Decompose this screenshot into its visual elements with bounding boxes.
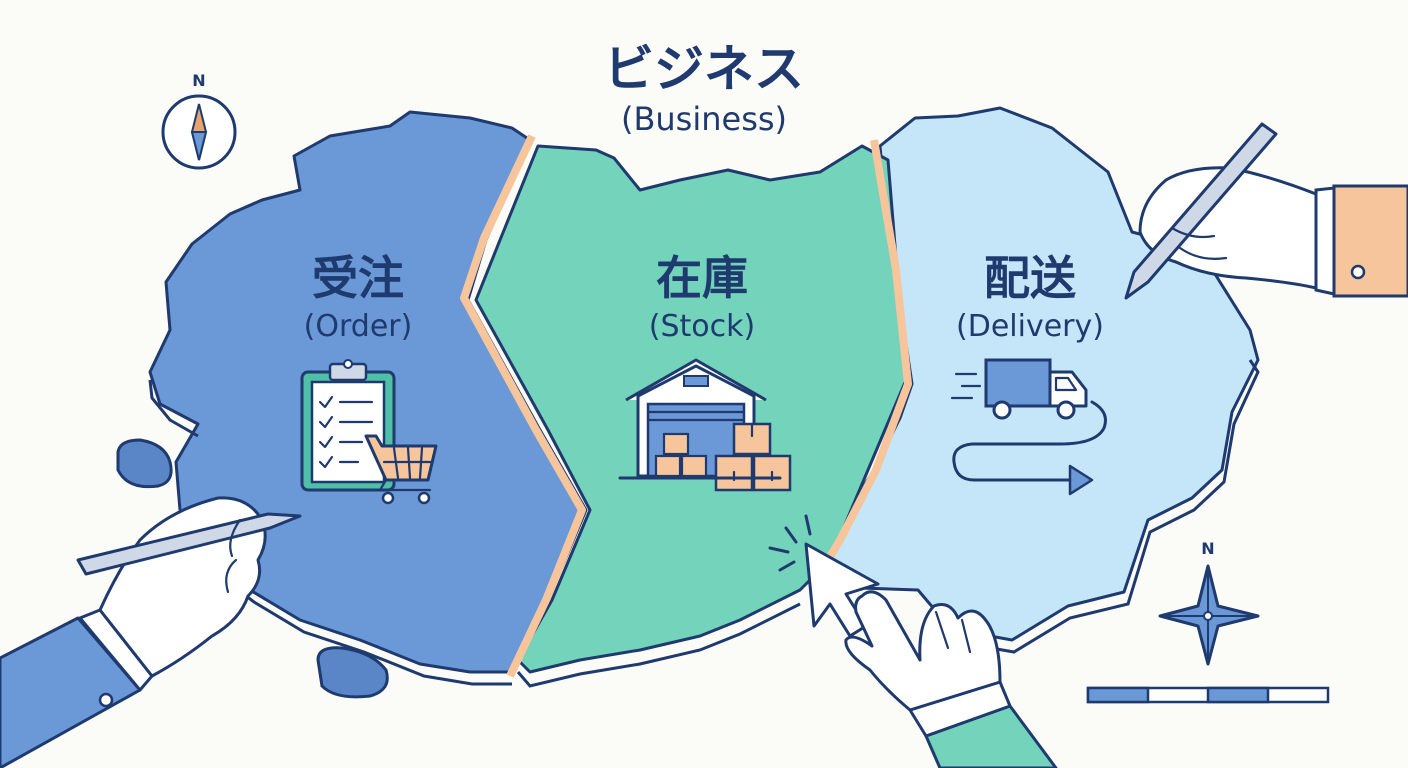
region-order-subtitle: (Order) [304, 309, 413, 344]
region-order-title: 受注 [312, 251, 404, 305]
island-bottom [316, 646, 389, 699]
right-hand-with-pen [1124, 122, 1408, 300]
border-order-stock [460, 134, 586, 678]
label-stock: 在庫 (Stock) [649, 251, 755, 344]
title-group: ビジネス (Business) [604, 40, 804, 138]
scale-bar [1086, 686, 1330, 704]
border-stock-delivery [812, 139, 912, 583]
delivery-truck-icon [950, 358, 1107, 496]
compass-top-left: N [161, 71, 237, 170]
region-delivery-title: 配送 [984, 251, 1076, 305]
region-delivery-subtitle: (Delivery) [956, 309, 1104, 344]
warehouse-icon [618, 358, 792, 492]
compass-rose-n-label: N [1201, 539, 1214, 558]
page-subtitle: (Business) [621, 100, 787, 138]
label-delivery: 配送 (Delivery) [956, 251, 1104, 344]
label-order: 受注 (Order) [304, 251, 413, 344]
region-stock-subtitle: (Stock) [649, 309, 755, 344]
compass-rose-bottom-right: N [1158, 539, 1260, 666]
compass-n-label: N [192, 71, 205, 90]
left-hand-with-pen [0, 496, 302, 768]
pointing-hand [844, 590, 1058, 768]
clipboard-cart-icon [300, 359, 438, 505]
region-stock-title: 在庫 [656, 251, 748, 305]
page-title: ビジネス [604, 40, 804, 98]
cursor-arrow-icon [768, 514, 880, 638]
island-left [116, 438, 173, 489]
